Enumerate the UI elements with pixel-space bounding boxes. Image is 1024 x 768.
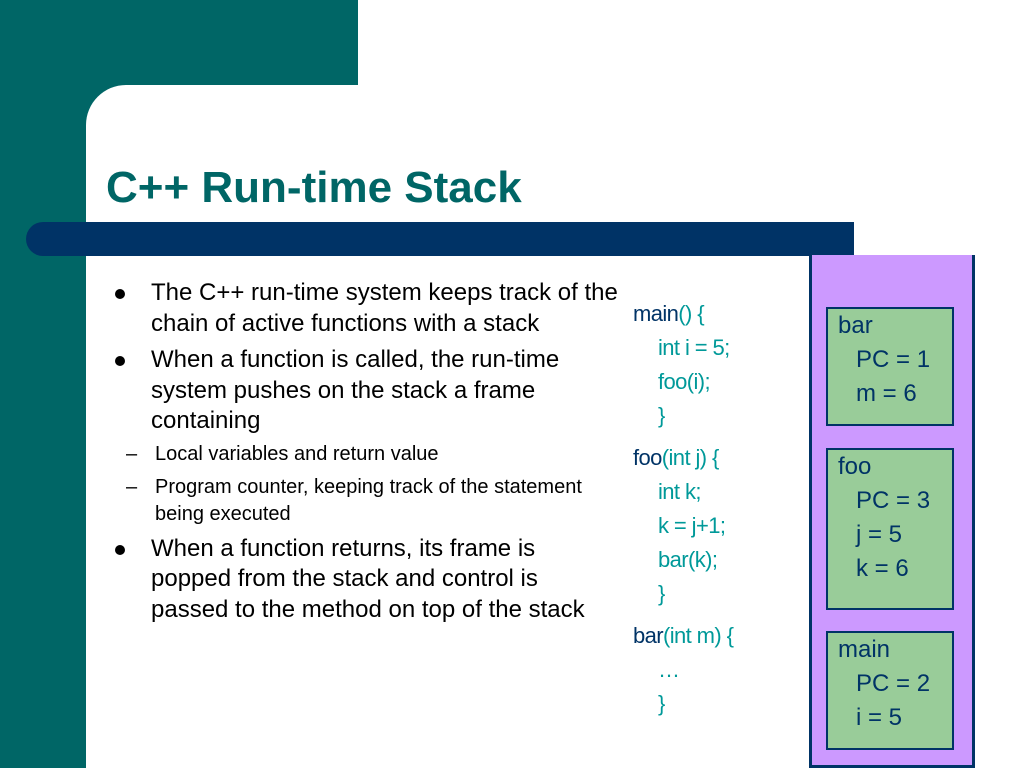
frame-name: main: [838, 636, 891, 663]
sub-bullet-item: – Local variables and return value: [69, 441, 620, 468]
code-line: …: [658, 657, 680, 682]
code-line: int k;: [658, 479, 701, 504]
bullet-item: When a function is called, the run-time …: [110, 345, 620, 437]
frame-name: bar: [838, 312, 873, 339]
bullet-item: When a function returns, its frame is po…: [110, 534, 620, 626]
code-line-bar-header: bar(int m) {: [633, 623, 734, 648]
code-line-main-header: main() {: [633, 301, 705, 326]
slide-title: C++ Run-time Stack: [106, 163, 522, 212]
code-line: }: [658, 581, 665, 606]
stack-frame-foo: foo PC = 3 j = 5 k = 6: [826, 448, 954, 610]
code-listing: main() { int i = 5; foo(i); } foo(int j)…: [633, 297, 803, 721]
frame-name: foo: [838, 453, 872, 480]
frame-var: i = 5: [856, 704, 903, 731]
bullet-dot-icon: [115, 289, 125, 299]
bullet-text: When a function returns, its frame is po…: [151, 534, 585, 623]
code-line: k = j+1;: [658, 513, 726, 538]
frame-var: k = 6: [856, 555, 909, 582]
code-line: foo(i);: [658, 369, 711, 394]
bullet-text: The C++ run-time system keeps track of t…: [151, 279, 618, 337]
bullet-text: When a function is called, the run-time …: [151, 346, 560, 434]
sub-bullet-item: – Program counter, keeping track of the …: [69, 474, 620, 528]
sub-bullet-text: Program counter, keeping track of the st…: [155, 475, 582, 525]
code-line: }: [658, 691, 665, 716]
frame-var: PC = 2: [856, 670, 931, 697]
code-line: int i = 5;: [658, 335, 730, 360]
title-underline-bar: [26, 222, 854, 256]
bullet-dot-icon: [115, 356, 125, 366]
dash-icon: –: [126, 475, 138, 498]
code-line-foo-header: foo(int j) {: [633, 445, 719, 470]
bullet-dot-icon: [115, 544, 125, 555]
bullet-item: The C++ run-time system keeps track of t…: [110, 278, 620, 339]
frame-var: j = 5: [856, 521, 903, 548]
dash-icon: –: [126, 442, 138, 465]
bullet-list: The C++ run-time system keeps track of t…: [110, 278, 620, 631]
frame-var: PC = 3: [856, 487, 931, 514]
stack-frame-main: main PC = 2 i = 5: [826, 631, 954, 750]
stack-frame-bar: bar PC = 1 m = 6: [826, 307, 954, 426]
frame-var: PC = 1: [856, 346, 931, 373]
sub-bullet-text: Local variables and return value: [155, 442, 439, 465]
code-line: }: [658, 403, 665, 428]
frame-var: m = 6: [856, 380, 917, 407]
code-line: bar(k);: [658, 547, 718, 572]
